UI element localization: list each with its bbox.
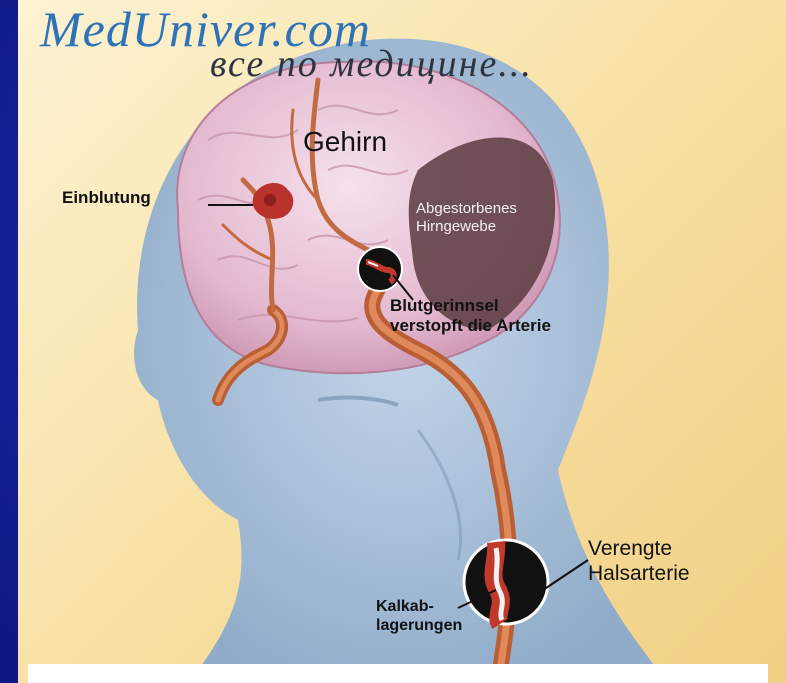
label-calc-2: lagerungen <box>376 617 462 635</box>
label-clot-1: Blutgerinnsel <box>390 296 499 316</box>
watermark-tagline: все по медицине... <box>210 42 533 86</box>
illustration-panel: MedUniver.com все по медицине... Gehirn … <box>18 0 786 683</box>
label-clot-2: verstopft die Arterie <box>390 316 551 336</box>
label-narrowed-1: Verengte <box>588 537 672 561</box>
label-narrowed-2: Halsarterie <box>588 562 690 586</box>
label-brain: Gehirn <box>303 126 387 158</box>
label-dead-tissue-2: Hirngewebe <box>416 218 496 235</box>
bottom-strip <box>28 664 768 683</box>
label-bleeding: Einblutung <box>62 188 151 208</box>
label-dead-tissue-1: Abgestorbenes <box>416 200 517 217</box>
label-calc-1: Kalkab- <box>376 598 434 616</box>
narrowed-artery-inset-circle <box>464 540 548 624</box>
clot-inset-circle <box>358 247 402 291</box>
